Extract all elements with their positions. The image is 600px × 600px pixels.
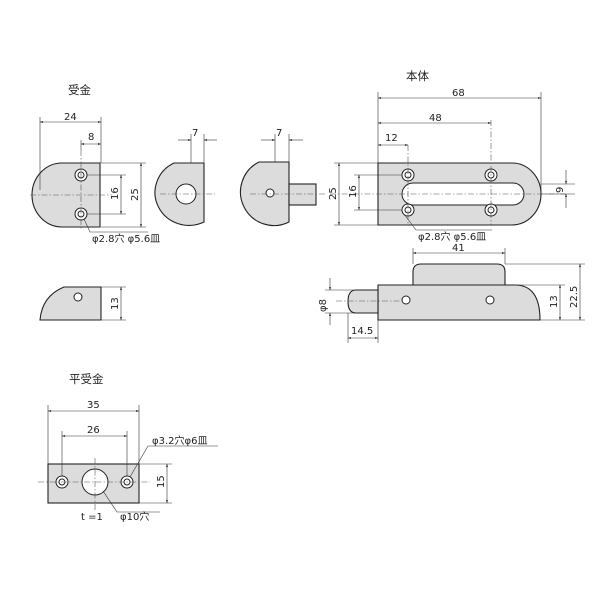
- flat-receiver-hole-note: φ3.2穴φ6皿: [152, 434, 207, 447]
- dim-body-pitch: 48: [429, 113, 442, 124]
- dim-body-overall-height: 22.5: [569, 286, 580, 308]
- body-end-rod: [288, 183, 317, 206]
- body-side-rod: [347, 289, 379, 314]
- dim-receiver-offset: 8: [88, 132, 94, 143]
- dim-body-height: 25: [328, 187, 339, 200]
- dim-body-offset: 12: [385, 133, 398, 144]
- title-flat-receiver: 平受金: [69, 372, 104, 386]
- flat-receiver-view: [38, 458, 150, 510]
- body-end-hole: [265, 188, 275, 198]
- dim-flat-width: 35: [87, 400, 100, 411]
- dim-receiver-height: 25: [130, 188, 141, 201]
- dim-body-base-height: 13: [549, 295, 560, 308]
- dim-receiver-hole-pitch: 16: [110, 187, 121, 200]
- receiver-side-profile: [39, 286, 102, 321]
- dim-body-hole-pitch: 16: [348, 185, 359, 198]
- title-body: 本体: [406, 69, 429, 83]
- dim-body-top: 41: [452, 243, 465, 254]
- dim-receiver-width: 24: [64, 112, 77, 123]
- dim-body-rod-length: 14.5: [351, 326, 373, 337]
- body-hole-note: φ2.8穴 φ5.6皿: [418, 230, 486, 243]
- flat-receiver-center-note: φ10穴: [120, 510, 149, 523]
- body-end-view: [239, 161, 325, 227]
- body-side-view: [336, 263, 541, 321]
- title-receiver: 受金: [68, 83, 91, 97]
- receiver-profile-body: [39, 286, 102, 321]
- body-side-knob: [412, 263, 506, 286]
- flat-receiver-thickness: t =1: [81, 512, 103, 523]
- dim-flat-pitch: 26: [87, 425, 100, 436]
- dim-receiver-lower: 13: [110, 297, 121, 310]
- receiver-side-view: [154, 162, 215, 226]
- receiver-hole-note: φ2.8穴 φ5.6皿: [92, 232, 160, 245]
- dim-flat-height: 15: [156, 475, 167, 488]
- dim-body-total: 68: [452, 88, 465, 99]
- dim-body-rod-dia: φ8: [318, 299, 329, 312]
- body-top-view: [330, 120, 568, 226]
- dim-receiver-side: 7: [192, 128, 198, 139]
- dim-body-side: 7: [276, 128, 282, 139]
- receiver-front-view: [30, 150, 112, 230]
- dim-body-end: 9: [555, 187, 566, 193]
